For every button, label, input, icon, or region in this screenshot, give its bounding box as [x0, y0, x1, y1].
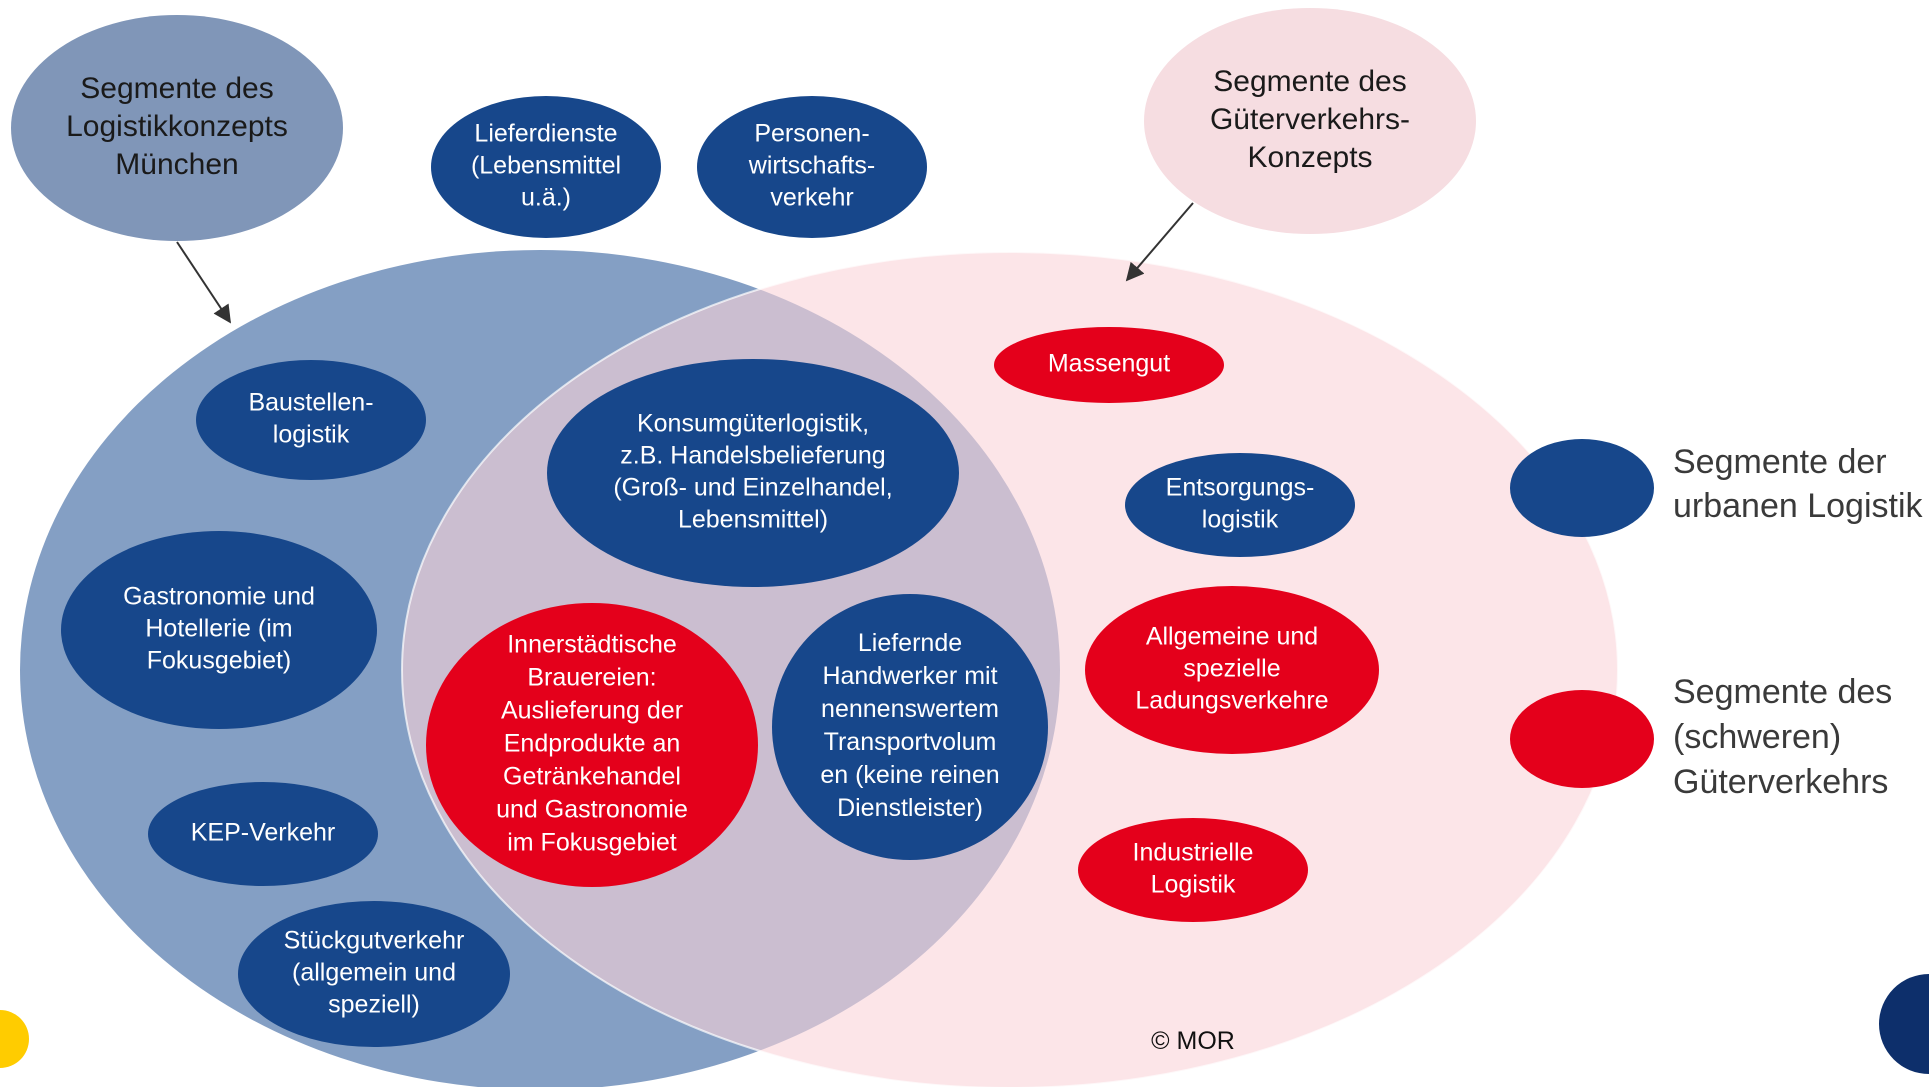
label-line: Segmente des [1673, 673, 1892, 711]
node-industrielle [1078, 818, 1308, 922]
label-line: logistik [1202, 506, 1279, 534]
label-line: Handwerker mit [822, 662, 997, 690]
label-line: Konsumgüterlogistik, [637, 410, 869, 438]
label-stueckgut: Stückgutverkehr (allgemein und speziell) [284, 927, 465, 1019]
label-line: Ladungsverkehre [1135, 687, 1328, 715]
node-lieferdienste [431, 96, 661, 238]
label-line: Personen- [754, 120, 869, 148]
label-line: Industrielle [1133, 839, 1254, 867]
node-kep [148, 782, 378, 886]
label-line: Hotellerie (im [145, 615, 292, 643]
arrow-right [1125, 202, 1194, 282]
node-handwerker [772, 594, 1048, 860]
node-personenwirtschaftsverkehr [697, 96, 927, 238]
label-line: Endprodukte an [504, 730, 681, 758]
label-line: (Groß- und Einzelhandel, [613, 474, 892, 502]
title-bubble-gueterverkehrskonzept [1144, 8, 1476, 234]
arrow-left [176, 241, 231, 324]
label-line: Logistikkonzepts [66, 110, 288, 143]
label-line: Transportvolum [824, 728, 997, 756]
label-line: spezielle [1183, 655, 1280, 683]
label-line: wirtschafts- [748, 152, 875, 180]
copyright: © MOR [1151, 1027, 1235, 1055]
label-line: Gastronomie und [123, 583, 315, 611]
label-line: Massengut [1048, 350, 1170, 378]
legend-swatch-blue [1510, 439, 1654, 537]
label-line: (schweren) [1673, 718, 1841, 756]
label-line: nennenswertem [821, 695, 999, 723]
label-line: Getränkehandel [503, 763, 681, 791]
label-line: Allgemeine und [1146, 623, 1318, 651]
label-line: im Fokusgebiet [507, 829, 677, 857]
label-line: speziell) [328, 991, 420, 1019]
label-line: Lieferdienste [474, 120, 617, 148]
label-line: Stückgutverkehr [284, 927, 465, 955]
label-line: logistik [273, 421, 350, 449]
label-line: Fokusgebiet) [147, 647, 292, 675]
label-line: Segmente der [1673, 443, 1887, 481]
node-stueckgut [238, 901, 510, 1047]
label-kep: KEP-Verkehr [191, 819, 336, 847]
label-line: Baustellen- [248, 389, 373, 417]
legend-label-blue: Segmente der urbanen Logistik [1673, 443, 1924, 525]
label-line: Konzepts [1247, 141, 1372, 174]
label-personenwirtschaftsverkehr: Personen-wirtschafts-verkehr [748, 120, 875, 212]
label-line: und Gastronomie [496, 796, 688, 824]
label-line: Dienstleister) [837, 794, 983, 822]
label-line: Liefernde [858, 629, 962, 657]
node-baustellenlogistik [196, 360, 426, 480]
node-ladungsverkehre [1085, 586, 1379, 754]
label-line: Güterverkehrs [1673, 763, 1888, 801]
node-entsorgung [1125, 453, 1355, 557]
corner-logo-mark [1879, 974, 1929, 1074]
label-line: Auslieferung der [501, 697, 683, 725]
label-line: Segmente des [80, 72, 273, 105]
yellow-corner-mark [0, 1010, 29, 1068]
label-line: Innerstädtische [507, 631, 677, 659]
label-massengut: Massengut [1048, 350, 1170, 378]
label-konsumgueter: Konsumgüterlogistik, z.B. Handelsbeliefer… [613, 410, 892, 534]
label-line: (Lebensmittel [471, 152, 621, 180]
label-line: en (keine reinen [820, 761, 999, 789]
label-line: Logistik [1151, 871, 1236, 899]
node-massengut [994, 327, 1224, 403]
label-lieferdienste: Lieferdienste (Lebensmittel u.ä.) [471, 120, 621, 212]
label-line: KEP-Verkehr [191, 819, 336, 847]
title-bubble-logistikkonzept [11, 15, 343, 241]
label-line: urbanen Logistik [1673, 487, 1924, 525]
label-line: Güterverkehrs- [1210, 103, 1410, 136]
label-line: Segmente des [1213, 65, 1406, 98]
node-brauereien [426, 603, 758, 887]
overlap-outline [401, 251, 1619, 1087]
label-line: (allgemein und [292, 959, 456, 987]
label-line: Lebensmittel) [678, 506, 828, 534]
label-line: z.B. Handelsbelieferung [620, 442, 885, 470]
label-line: verkehr [770, 184, 853, 212]
node-konsumgueter [547, 359, 959, 587]
label-line: München [115, 148, 238, 181]
label-line: Entsorgungs- [1166, 474, 1315, 502]
legend-swatch-red [1510, 690, 1654, 788]
label-baustellenlogistik: Baustellen-logistik [248, 389, 373, 449]
label-entsorgung: Entsorgungs-logistik [1166, 474, 1315, 534]
label-line: u.ä.) [521, 184, 571, 212]
node-gastronomie [61, 531, 377, 729]
label-line: Brauereien: [527, 664, 656, 692]
legend-label-red: Segmente des (schweren) Güterverkehrs [1673, 673, 1892, 801]
